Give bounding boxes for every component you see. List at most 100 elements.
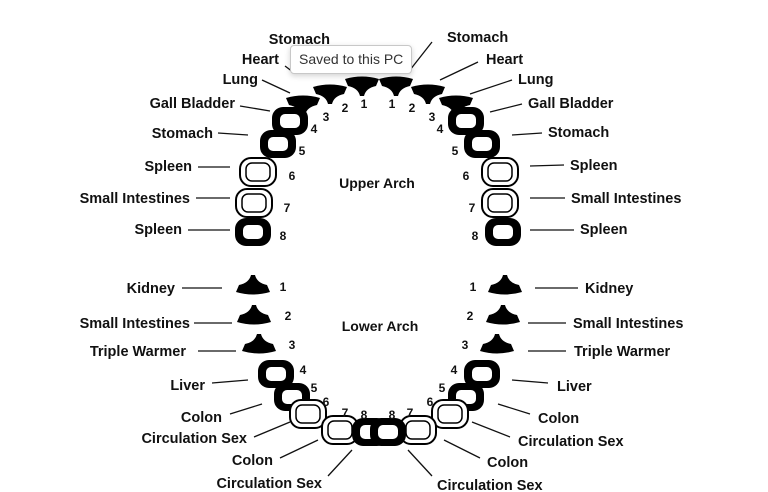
tooth-upper_right-3: 3 <box>429 95 473 124</box>
organ-label-upper_left: Lung <box>223 72 258 88</box>
tooth-inner <box>268 137 288 151</box>
saved-tooltip: Saved to this PC <box>290 45 413 74</box>
tooth-lower_left-2: 2 <box>237 305 292 325</box>
tooth-number: 6 <box>323 395 330 409</box>
leader-line <box>497 403 531 415</box>
leader-line <box>239 105 271 112</box>
leader-line <box>469 79 513 95</box>
tooth-inner <box>493 225 513 239</box>
tooth-number: 8 <box>280 229 287 243</box>
tooth-upper_left-2: 2 <box>313 84 349 115</box>
leader-line <box>217 132 249 136</box>
tooth-lower_left-4: 4 <box>258 360 307 388</box>
lower-arch-label: Lower Arch <box>342 318 419 334</box>
organ-label-upper_right: Spleen <box>580 222 628 238</box>
tooth-inner <box>245 162 271 182</box>
tooth-number: 7 <box>342 406 349 420</box>
tooth-lower_right-8: 8 <box>370 408 406 446</box>
tooth-upper_right-8: 8 <box>472 218 521 246</box>
tooth-shape <box>313 84 347 104</box>
tooth-inner <box>472 137 492 151</box>
tooth-upper_left-6: 6 <box>239 157 296 187</box>
tooth-shape <box>242 334 276 354</box>
tooth-number: 3 <box>462 338 469 352</box>
tooth-number: 4 <box>451 363 458 377</box>
tooth-upper_left-7: 7 <box>235 188 291 218</box>
tooth-upper_right-1: 1 <box>379 76 413 111</box>
leader-line <box>253 421 291 438</box>
tooth-lower_right-2: 2 <box>467 305 520 325</box>
tooth-number: 3 <box>429 110 436 124</box>
tooth-number: 5 <box>452 144 459 158</box>
organ-label-lower_right: Liver <box>557 379 592 395</box>
tooth-inner <box>487 162 513 182</box>
tooth-number: 4 <box>437 122 444 136</box>
organ-label-upper_left: Small Intestines <box>80 191 190 207</box>
tooth-number: 3 <box>289 338 296 352</box>
tooth-inner <box>472 367 492 381</box>
organ-label-lower_right: Small Intestines <box>573 316 683 332</box>
tooth-upper_right-7: 7 <box>469 188 519 218</box>
tooth-number: 2 <box>342 101 349 115</box>
leader-line <box>229 403 263 415</box>
tooth-number: 5 <box>439 381 446 395</box>
organ-label-lower_left: Colon <box>181 410 222 426</box>
organ-label-upper_left: Gall Bladder <box>150 96 236 112</box>
tooth-number: 1 <box>470 280 477 294</box>
tooth-shape <box>481 188 519 218</box>
organ-label-upper_right: Stomach <box>447 30 508 46</box>
tooth-shape <box>431 399 469 429</box>
tooth-number: 1 <box>280 280 287 294</box>
tooth-lower_right-3: 3 <box>462 334 514 354</box>
tooth-upper_left-5: 5 <box>260 130 306 158</box>
tooth-inner <box>378 425 398 439</box>
organ-label-lower_left: Colon <box>232 453 273 469</box>
leader-line <box>511 379 549 384</box>
tooth-upper_right-4: 4 <box>437 107 484 136</box>
organ-label-upper_right: Spleen <box>570 158 618 174</box>
tooth-shape <box>237 305 271 325</box>
organ-label-upper_right: Lung <box>518 72 553 88</box>
tooth-shape <box>239 157 277 187</box>
leader-line <box>407 449 433 477</box>
tooth-number: 8 <box>389 408 396 422</box>
organ-label-lower_right: Colon <box>487 455 528 471</box>
tooth-upper_right-5: 5 <box>452 130 500 158</box>
tooth-upper_left-1: 1 <box>345 76 379 111</box>
tooth-number: 7 <box>284 201 291 215</box>
organ-label-lower_left: Triple Warmer <box>90 344 187 360</box>
tooth-number: 2 <box>467 309 474 323</box>
organ-label-upper_right: Small Intestines <box>571 191 681 207</box>
tooth-number: 3 <box>323 110 330 124</box>
tooth-inner <box>280 114 300 128</box>
tooth-inner <box>456 114 476 128</box>
tooth-shape <box>235 188 273 218</box>
organ-label-upper_right: Heart <box>486 52 523 68</box>
tooth-shape <box>439 95 473 115</box>
tooth-number: 1 <box>361 97 368 111</box>
tooth-upper_left-4: 4 <box>272 107 318 136</box>
tooth-lower_left-3: 3 <box>242 334 296 354</box>
leader-line <box>211 379 249 384</box>
tooth-lower_left-6: 6 <box>289 395 330 429</box>
tooth-lower_right-6: 6 <box>427 395 469 429</box>
organ-label-lower_left: Kidney <box>127 281 175 297</box>
tooth-number: 4 <box>300 363 307 377</box>
tooth-inner <box>241 193 267 213</box>
organ-label-upper_left: Spleen <box>134 222 182 238</box>
tooth-number: 4 <box>311 122 318 136</box>
tooth-upper_right-2: 2 <box>409 84 445 115</box>
leader-line <box>279 439 319 459</box>
tooth-lower_right-1: 1 <box>470 275 522 295</box>
tooth-upper_left-8: 8 <box>235 218 287 246</box>
tooth-number: 8 <box>361 408 368 422</box>
organ-label-lower_right: Triple Warmer <box>574 344 671 360</box>
tooth-inner <box>295 404 321 424</box>
leader-line <box>327 449 353 477</box>
organ-label-lower_right: Kidney <box>585 281 633 297</box>
leader-line <box>471 421 511 438</box>
tooth-inner <box>437 404 463 424</box>
tooth-inner <box>243 225 263 239</box>
tooth-number: 5 <box>311 381 318 395</box>
